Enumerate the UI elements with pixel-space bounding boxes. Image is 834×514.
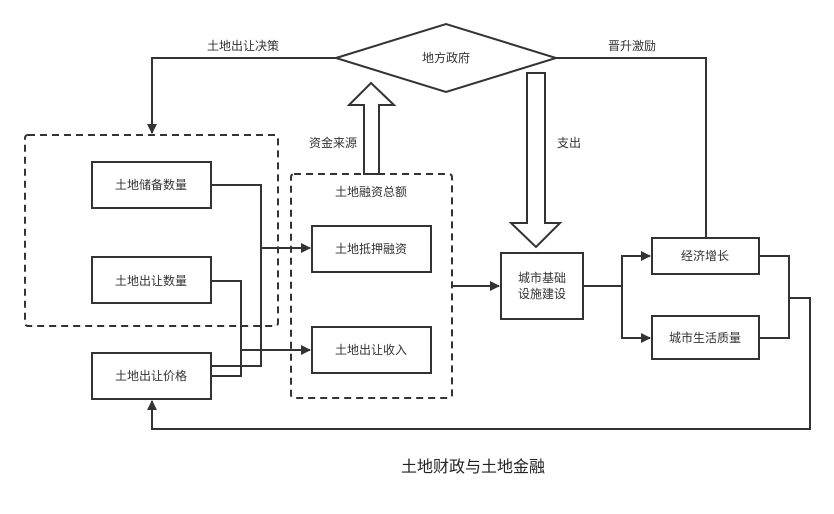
economic-growth-label: 经济增长 [681, 248, 729, 263]
diagram-caption: 土地财政与土地金融 [401, 457, 545, 476]
edge-feedback-to-price [147, 297, 811, 430]
financing-group [290, 173, 453, 399]
land-supply-group [24, 134, 279, 327]
land-transfer-qty-label: 土地出让数量 [115, 273, 187, 288]
land-transfer-income-node [311, 326, 432, 374]
edge-to-quality [621, 286, 651, 343]
expenditure-arrow [508, 72, 563, 249]
promotion-incentive-label: 晋升激励 [608, 39, 656, 53]
government-node [332, 22, 560, 94]
economic-growth-node [651, 237, 760, 275]
edge-reserve-to-price [211, 184, 262, 367]
land-reserve-qty-node [91, 161, 212, 209]
infrastructure-label-line2: 设施建设 [518, 287, 566, 301]
edge-outcomes-merge [759, 255, 790, 339]
land-reserve-qty-label: 土地储备数量 [115, 177, 187, 192]
land-transfer-price-node [91, 352, 212, 400]
land-mortgage-node [311, 225, 432, 273]
government-label: 地方政府 [422, 50, 470, 65]
funding-source-label: 资金来源 [309, 135, 357, 150]
expenditure-label: 支出 [557, 136, 581, 150]
land-transfer-qty-node [91, 256, 212, 304]
edge-promotion-incentive [556, 57, 707, 238]
edge-to-growth [621, 251, 651, 286]
land-transfer-price-label: 土地出让价格 [115, 368, 187, 383]
land-decision-label: 土地出让决策 [207, 39, 279, 53]
infrastructure-node [500, 252, 584, 320]
land-transfer-income-label: 土地出让收入 [335, 343, 407, 357]
funding-source-arrow [346, 81, 397, 175]
infrastructure-label-line1: 城市基础 [518, 270, 566, 285]
edge-transfer-to-price [211, 280, 242, 377]
land-mortgage-label: 土地抵押融资 [335, 242, 407, 256]
financing-total-label: 土地融资总额 [335, 185, 407, 199]
quality-of-life-node [651, 315, 760, 360]
quality-of-life-label: 城市生活质量 [669, 330, 741, 345]
edge-land-decision [147, 57, 336, 134]
